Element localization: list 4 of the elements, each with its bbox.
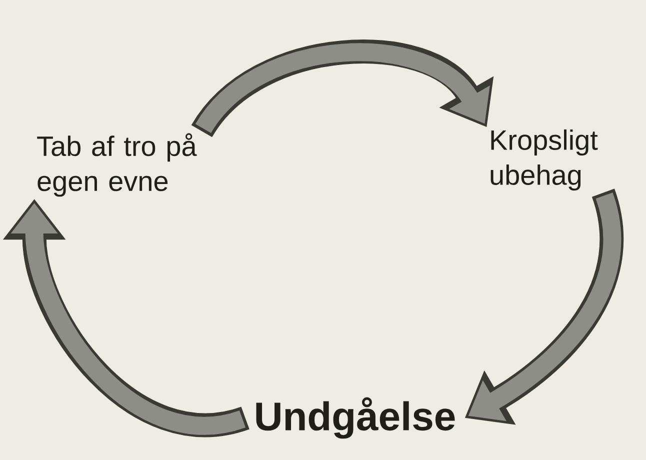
curved-arrow <box>192 40 494 138</box>
label-text: Undgåelse <box>256 397 455 439</box>
label-text: Kropsligt ubehag <box>490 129 598 191</box>
label-text: Tab af tro på egen evne <box>37 133 197 197</box>
